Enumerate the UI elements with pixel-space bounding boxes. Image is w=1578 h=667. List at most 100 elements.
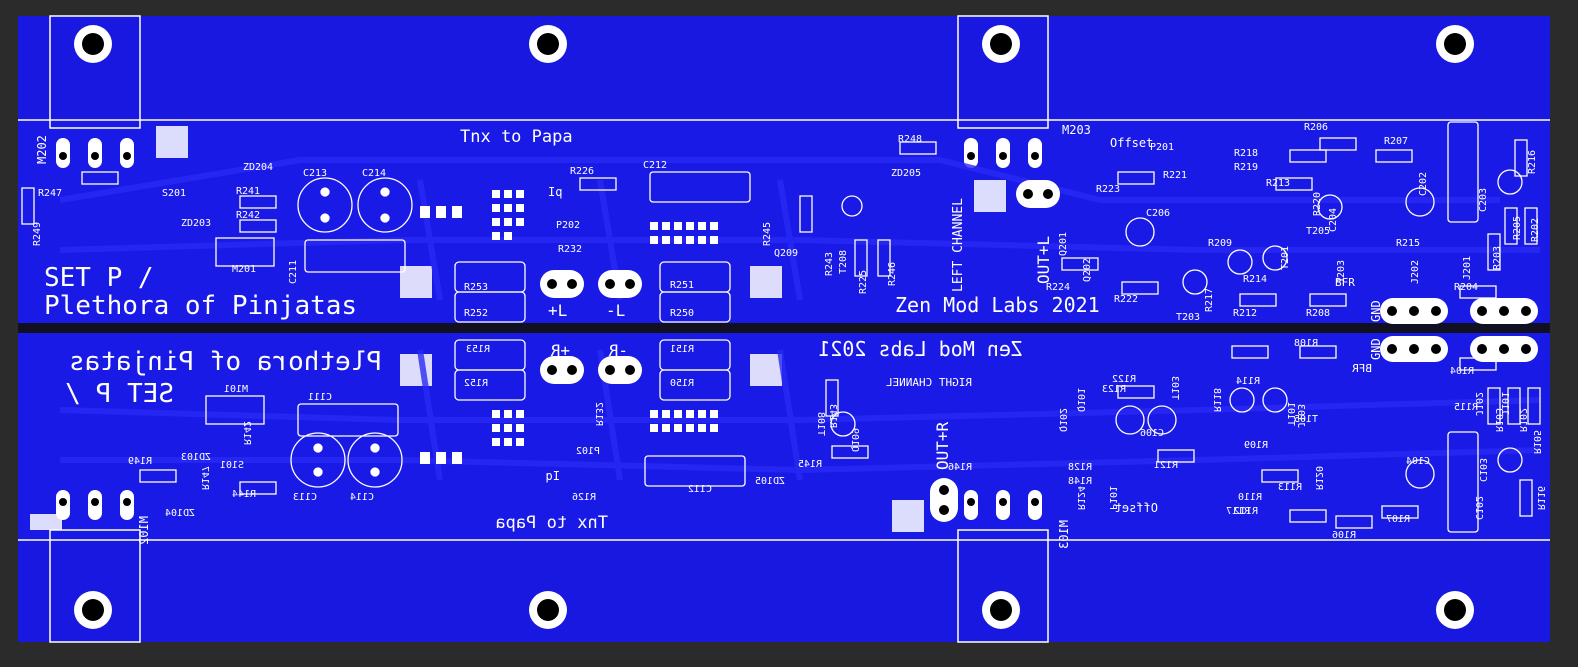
refdes-p102: P102 (576, 446, 600, 457)
bottom-gnd-label: GND (1369, 338, 1383, 360)
refdes-r203: R203 (1492, 246, 1503, 270)
refdes-j203: J203 (1336, 260, 1347, 284)
refdes-s101: S101 (220, 460, 244, 471)
refdes-r121: R121 (1154, 460, 1178, 471)
refdes-r108: R108 (1294, 338, 1318, 349)
refdes-r115: R115 (1454, 402, 1478, 413)
refdes-r225: R225 (858, 270, 869, 294)
refdes-q109: Q109 (849, 428, 860, 452)
regulator-m101 (205, 395, 265, 425)
refdes-c214: C214 (362, 168, 386, 179)
refdes-q209: Q209 (774, 248, 798, 259)
top-set-subtitle: Plethora of Pinjatas (44, 291, 357, 321)
refdes-q102: Q102 (1057, 408, 1068, 432)
refdes-t201: T201 (1280, 246, 1291, 270)
capacitor-c114 (347, 432, 403, 488)
refdes-q201: Q201 (1058, 232, 1069, 256)
refdes-j102: J102 (1473, 392, 1484, 416)
resistor-r152 (454, 369, 526, 401)
refdes-p202: P202 (556, 220, 580, 231)
bottom-maker-label: Zen Mod Labs 2021 (818, 337, 1023, 361)
refdes-r224: R224 (1046, 282, 1070, 293)
refdes-r223: R223 (1096, 184, 1120, 195)
module-m203-label: M203 (1062, 123, 1091, 137)
connector-pads (540, 180, 1538, 522)
bottom-thanks-label: Tnx to Papa (495, 513, 608, 533)
refdes-r245: R245 (762, 222, 773, 246)
bottom-channel-label: RIGHT CHANNEL (886, 376, 972, 389)
refdes-r248: R248 (898, 134, 922, 145)
refdes-r204: R204 (1454, 282, 1478, 293)
refdes-s201: S201 (162, 188, 186, 199)
resistor-r250 (659, 291, 731, 323)
refdes-r126: R126 (572, 492, 596, 503)
refdes-c104: C104 (1406, 456, 1430, 467)
refdes-r202: R202 (1530, 218, 1541, 242)
refdes-c102: C102 (1473, 496, 1484, 520)
refdes-c202: C202 (1418, 172, 1429, 196)
refdes-c106: C106 (1140, 428, 1164, 439)
refdes-r145: R145 (798, 459, 822, 470)
refdes-r128: R128 (1068, 462, 1092, 473)
refdes-r206: R206 (1304, 122, 1328, 133)
refdes-r109: R109 (1244, 440, 1268, 451)
refdes-r241: R241 (236, 186, 260, 197)
refdes-p201: P201 (1150, 142, 1174, 153)
refdes-r215: R215 (1396, 238, 1420, 249)
capacitor-c112 (644, 455, 746, 487)
module-m201-label: M201 (232, 264, 256, 275)
capacitor-c111 (297, 403, 399, 437)
module-m101-label: M101 (224, 384, 248, 395)
capacitor-c113 (290, 432, 346, 488)
refdes-r106: R106 (1332, 530, 1356, 541)
refdes-r123: R123 (1102, 384, 1126, 395)
bottom-set-subtitle: Plethora of Pinjatas (69, 347, 382, 377)
refdes-r150: R150 (670, 378, 694, 389)
refdes-r124: R124 (1075, 486, 1086, 510)
module-pins (56, 138, 1042, 520)
refdes-r142: R142 (241, 421, 252, 445)
refdes-r221: R221 (1163, 170, 1187, 181)
refdes-r114: R114 (1236, 376, 1260, 387)
top-bfr-label: BFR (1335, 276, 1355, 289)
refdes-r102: R102 (1517, 408, 1528, 432)
bottom-iq-label: Iq (546, 469, 560, 483)
refdes-t208: T208 (838, 250, 849, 274)
refdes-c206: C206 (1146, 208, 1170, 219)
capacitor-c212 (649, 171, 751, 203)
bottom-heatsink-band (18, 540, 1550, 642)
resistor-r151 (659, 369, 731, 401)
refdes-q101: Q101 (1075, 388, 1086, 412)
refdes-r246: R246 (887, 262, 898, 286)
refdes-r148: R148 (1068, 476, 1092, 487)
top-maker-label: Zen Mod Labs 2021 (895, 293, 1100, 317)
module-m102-label: M102 (137, 516, 151, 545)
refdes-r110: R110 (1238, 492, 1262, 503)
refdes-p101: P101 (1107, 486, 1118, 510)
bottom-plus-rail: +R (550, 341, 570, 360)
refdes-r207: R207 (1384, 136, 1408, 147)
refdes-r117: R117 (1226, 506, 1250, 517)
refdes-zd204: ZD204 (243, 162, 273, 173)
top-output-label: OUT+L (1034, 236, 1053, 284)
top-set-title: SET P / (44, 263, 154, 293)
refdes-c111: C111 (308, 392, 332, 403)
refdes-r113: R113 (1278, 482, 1302, 493)
refdes-c114: C114 (350, 492, 374, 503)
refdes-r247: R247 (38, 188, 62, 199)
refdes-c204: C204 (1328, 208, 1339, 232)
bottom-offset-label: Offset (1115, 501, 1158, 515)
refdes-r153: R153 (466, 344, 490, 355)
refdes-r217: R217 (1204, 288, 1215, 312)
refdes-r146: R146 (948, 462, 972, 473)
refdes-zd104: ZD104 (165, 508, 195, 519)
top-thanks-label: Tnx to Papa (460, 127, 573, 147)
refdes-c103: C103 (1477, 458, 1488, 482)
refdes-zd205: ZD205 (891, 168, 921, 179)
refdes-t101: T101 (1285, 402, 1296, 426)
refdes-r226: R226 (570, 166, 594, 177)
refdes-r132: R132 (593, 402, 604, 426)
bottom-set-title: SET P / (64, 379, 174, 409)
